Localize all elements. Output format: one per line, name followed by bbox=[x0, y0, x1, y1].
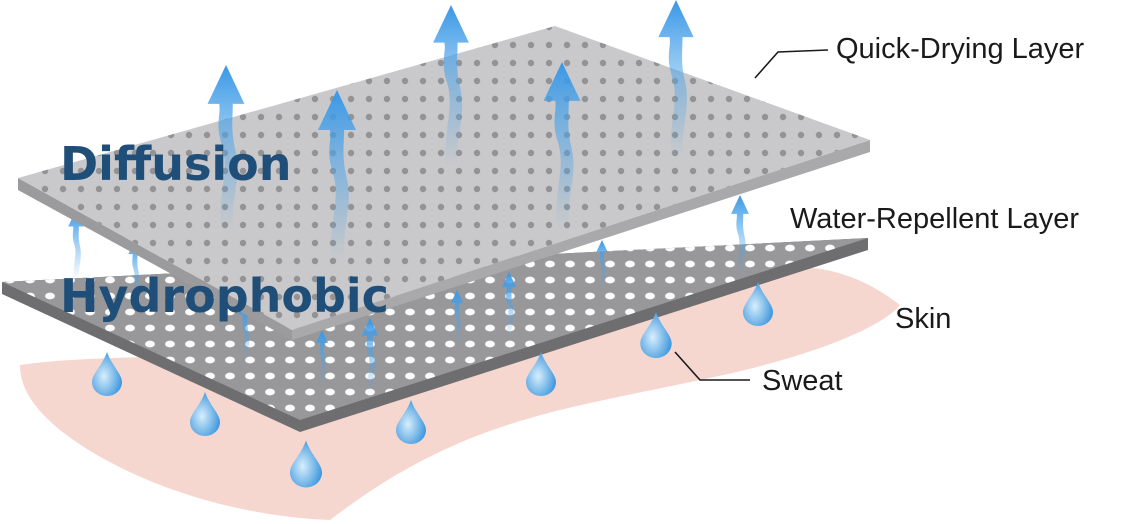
hydrophobic-label: Hydrophobic bbox=[60, 269, 389, 323]
water-repellent-layer-label: Water-Repellent Layer bbox=[790, 203, 1079, 235]
sweat-label: Sweat bbox=[762, 365, 843, 397]
quick-drying-layer-label: Quick-Drying Layer bbox=[836, 33, 1085, 65]
diffusion-label: Diffusion bbox=[60, 137, 291, 191]
skin-layer bbox=[20, 267, 900, 520]
quick-drying-layer bbox=[18, 26, 870, 340]
callout-lines bbox=[674, 49, 829, 381]
skin-label: Skin bbox=[895, 303, 951, 335]
